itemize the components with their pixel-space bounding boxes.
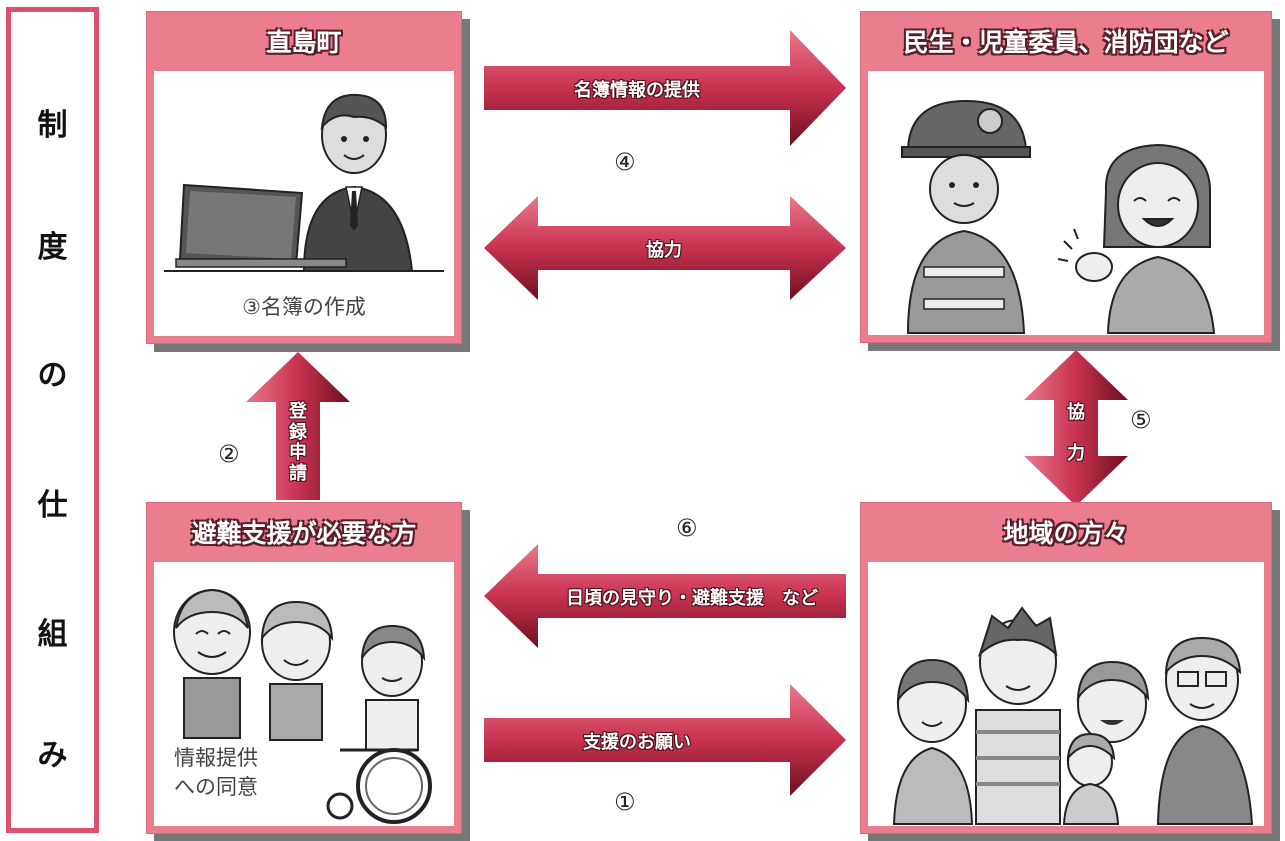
box-community: 地域の方々: [860, 502, 1280, 841]
elderly-and-wheelchair-illustration: [173, 588, 432, 824]
arrow-register: [246, 352, 350, 500]
box-needs-help-caption: 情報提供 への同意: [174, 744, 258, 803]
arrow-label-cooperate-top: 協力: [646, 240, 682, 261]
side-title-char-5: 組: [37, 617, 68, 652]
step-number-5: ⑤: [1130, 406, 1152, 434]
side-title-char-2: 度: [37, 230, 68, 265]
step-number-1: ①: [614, 788, 636, 816]
arrow-cooperate-right: [1024, 350, 1128, 506]
box-community-title: 地域の方々: [1003, 519, 1129, 548]
box-support-org: 民生・児童委員、消防団など: [860, 11, 1280, 351]
arrow-label-request-support: 支援のお願い: [583, 732, 691, 753]
arrow-label-daily-watch: 日頃の見守り・避難支援 など: [566, 588, 818, 609]
step-number-4: ④: [614, 148, 636, 176]
arrow-list-provide: [484, 30, 846, 146]
firefighter-and-volunteer-illustration: [901, 99, 1216, 334]
step-number-6: ⑥: [676, 514, 698, 542]
side-title-char-4: 仕: [37, 488, 68, 523]
box-needs-help: 避難支援が必要な方 情報提供 への同意: [146, 502, 470, 841]
caption-line-1: 情報提供: [174, 746, 258, 770]
box-town-caption: ③名簿の作成: [242, 295, 366, 319]
office-worker-illustration: [164, 93, 444, 272]
arrow-label-list-provide: 名簿情報の提供: [574, 80, 700, 101]
side-title-char-6: み: [37, 738, 68, 773]
arrow-request-support: [484, 684, 846, 796]
arrow-daily-watch: [484, 544, 846, 648]
side-title-char-1: 制: [37, 108, 68, 143]
side-title: 制 度 の 仕 組 み: [6, 7, 99, 833]
box-town-title: 直島町: [266, 28, 342, 57]
community-people-illustration: [892, 606, 1254, 825]
arrow-label-cooperate-right: 協 力: [1067, 402, 1085, 465]
arrow-cooperate-top: [484, 196, 846, 300]
arrow-label-register: 登 録 申 請: [289, 401, 307, 485]
box-town: 直島町 ③名簿の作成: [146, 11, 470, 352]
caption-line-2: への同意: [174, 775, 258, 800]
box-support-org-title: 民生・児童委員、消防団など: [903, 28, 1229, 57]
step-number-2: ②: [218, 440, 240, 468]
side-title-char-3: の: [37, 358, 68, 393]
box-needs-help-title: 避難支援が必要な方: [191, 519, 417, 548]
